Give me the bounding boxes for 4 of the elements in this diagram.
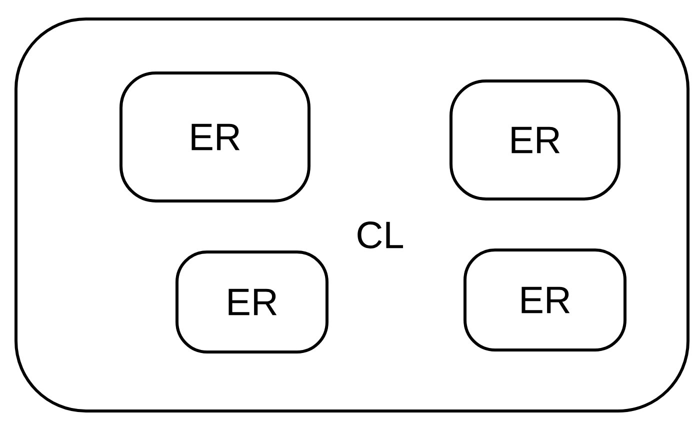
er-blob: ER	[450, 80, 620, 200]
er-blob: ER	[176, 250, 328, 354]
er-blob: ER	[464, 248, 626, 352]
er-blob: ER	[120, 72, 310, 202]
